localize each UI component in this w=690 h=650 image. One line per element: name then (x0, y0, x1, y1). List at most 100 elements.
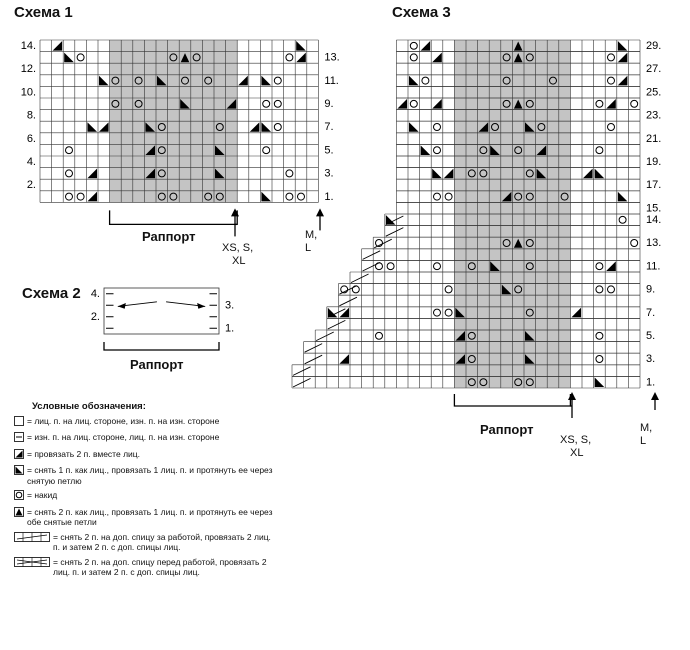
yarn-over-mark (76, 192, 85, 201)
yarn-over-mark (467, 169, 476, 178)
edge-decrease-mark (292, 366, 311, 376)
yarn-over-mark (607, 285, 615, 294)
yarn-over-mark (169, 53, 178, 62)
k2tog-mark (432, 52, 442, 63)
scheme1-row-label: 12. (21, 63, 36, 75)
ssk-mark (455, 307, 465, 318)
legend-item: = снять 2 п. на доп. спицу перед работой… (14, 557, 274, 578)
k2tog-mark (536, 145, 547, 155)
ssk-mark (409, 122, 419, 132)
scheme3-rapport-bracket (453, 394, 572, 407)
ssk-mark (594, 168, 605, 179)
double-decrease-mark (513, 238, 523, 248)
cable-back-icon (14, 531, 50, 542)
yarn-over-mark (595, 285, 604, 294)
yarn-over-mark (297, 192, 305, 201)
k2tog-mark (443, 168, 454, 179)
scheme1-rapport-bracket (108, 210, 238, 226)
legend-text: = снять 1 п. как лиц., провязать 1 лиц. … (27, 465, 273, 486)
yarn-over-icon (14, 490, 24, 500)
scheme3-row-label: 29. (646, 40, 661, 52)
yarn-over-mark (262, 99, 271, 108)
yarn-over-mark (204, 192, 213, 201)
ssk-mark (525, 122, 535, 132)
scheme1-size-a: XS, S, XL (222, 242, 254, 267)
yarn-over-mark (595, 355, 604, 363)
yarn-over-mark (157, 123, 166, 131)
yarn-over-mark (467, 378, 476, 387)
yarn-over-mark (514, 146, 523, 155)
scheme3-row-label: 19. (646, 156, 661, 168)
k2tog-mark (87, 168, 97, 179)
ssk-mark (490, 261, 500, 271)
legend-symbol (14, 556, 50, 578)
scheme1-row-label: 1. (324, 191, 333, 203)
yarn-over-mark (525, 99, 534, 108)
legend-symbol (14, 432, 24, 445)
ssk-mark (296, 41, 306, 51)
yarn-over-mark (433, 262, 441, 271)
k2tog-icon (14, 448, 24, 459)
legend-symbol (14, 415, 24, 429)
yarn-over-mark (525, 239, 534, 247)
scheme2-title: Схема 2 (22, 285, 81, 302)
scheme1-row-label: 6. (27, 133, 36, 145)
double-decrease-mark (180, 53, 190, 63)
edge-decrease-mark (362, 261, 381, 272)
k2tog-mark (397, 99, 407, 109)
yarn-over-mark (409, 53, 418, 62)
ssk-mark (215, 168, 225, 179)
yarn-over-mark (595, 262, 604, 271)
ssk-mark (617, 41, 628, 51)
k2tog-mark (145, 168, 155, 179)
scheme3-row-label: 13. (646, 237, 661, 249)
scheme1-title: Схема 1 (14, 4, 73, 21)
yarn-over-mark (273, 123, 282, 131)
yarn-over-mark (157, 146, 166, 155)
yarn-over-mark (467, 262, 476, 271)
yarn-over-mark (467, 355, 476, 363)
scheme1-row-label: 3. (324, 168, 333, 180)
yarn-over-mark (502, 53, 511, 62)
ssk-mark (145, 122, 155, 132)
ssk-mark (64, 52, 74, 63)
legend-text: = изн. п. на лиц. стороне, лиц. п. на из… (27, 432, 220, 442)
yarn-over-mark (273, 99, 282, 108)
legend-item: = провязать 2 п. вместе лиц. (14, 449, 274, 462)
yarn-over-mark (285, 169, 294, 178)
yarn-over-mark (169, 192, 178, 201)
legend: Условные обозначения: = лиц. п. на лиц. … (14, 401, 274, 582)
yarn-over-mark (537, 123, 546, 131)
k2tog-mark (339, 307, 349, 318)
double-decrease-mark (513, 99, 523, 109)
legend-item: = изн. п. на лиц. стороне, лиц. п. на из… (14, 432, 274, 445)
scheme1-row-label: 7. (324, 121, 333, 133)
yarn-over-mark (215, 192, 224, 201)
scheme3-arrow-head (651, 392, 659, 400)
k2tog-mark (571, 307, 581, 318)
scheme1-row-label: 11. (324, 75, 338, 87)
edge-decrease-mark (304, 343, 323, 353)
scheme1-row-label: 8. (27, 110, 36, 122)
yarn-over-mark (479, 378, 488, 387)
yarn-over-mark (502, 76, 511, 85)
scheme1-row-label: 13. (324, 52, 339, 64)
scheme3-size-a: XS, S, XL (560, 434, 592, 459)
scheme3-row-label: 14. (646, 214, 661, 226)
scheme3-row-label: 25. (646, 86, 661, 98)
ssk-mark (180, 99, 190, 109)
scheme2-row-label: 4. (91, 288, 100, 300)
scheme1-row-label: 4. (27, 156, 36, 168)
yarn-over-mark (192, 53, 201, 62)
edge-decrease-mark (327, 319, 346, 330)
k2tog-mark (617, 75, 628, 86)
yarn-over-mark (630, 99, 639, 108)
legend-symbol (14, 531, 50, 553)
scheme2-rapport-bracket (103, 342, 220, 351)
scheme3-row-label: 9. (646, 284, 655, 296)
legend-item: = снять 2 п. на доп. спицу за работой, п… (14, 532, 274, 553)
k2tog-mark (99, 122, 109, 132)
yarn-over-mark (502, 99, 511, 108)
cable-front-icon (14, 556, 50, 567)
legend-symbol (14, 506, 24, 528)
